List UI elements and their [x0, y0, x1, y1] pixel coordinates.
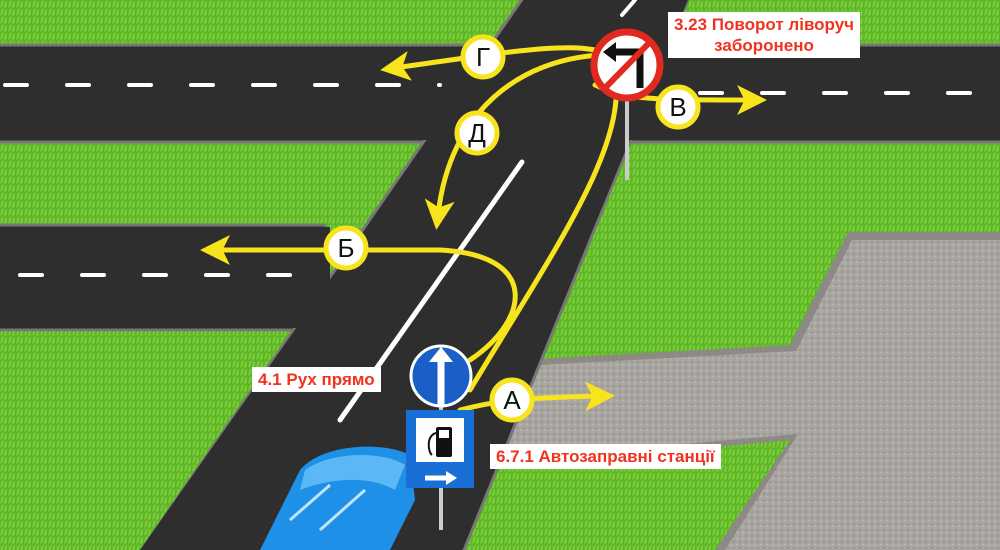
- route-label-text: Г: [476, 42, 490, 72]
- car-icon: [260, 446, 415, 550]
- route-label-d: Д: [454, 110, 500, 156]
- sign-label-line: 3.23 Поворот ліворуч: [674, 15, 855, 34]
- no-left-turn-sign-icon: [590, 28, 664, 180]
- route-label-g: Г: [460, 34, 506, 80]
- route-label-a: А: [489, 377, 535, 423]
- route-b-path: [200, 235, 518, 363]
- route-label-text: Б: [337, 233, 354, 263]
- route-label-text: Д: [468, 118, 486, 148]
- fuel-station-sign-icon: [406, 410, 474, 488]
- route-label-text: А: [503, 385, 521, 415]
- route-label-v: В: [655, 84, 701, 130]
- route-label-text: В: [669, 92, 686, 122]
- sign-label-line: заборонено: [714, 36, 814, 55]
- route-label-b: Б: [323, 225, 369, 271]
- straight-only-sign-label: 4.1 Рух прямо: [252, 367, 381, 392]
- no-left-turn-sign-label: 3.23 Поворот ліворуч заборонено: [668, 12, 861, 58]
- gas-station-lot: [475, 240, 1000, 550]
- route-d-path: [424, 52, 603, 230]
- fuel-station-sign-label: 6.7.1 Автозаправні станції: [490, 444, 721, 469]
